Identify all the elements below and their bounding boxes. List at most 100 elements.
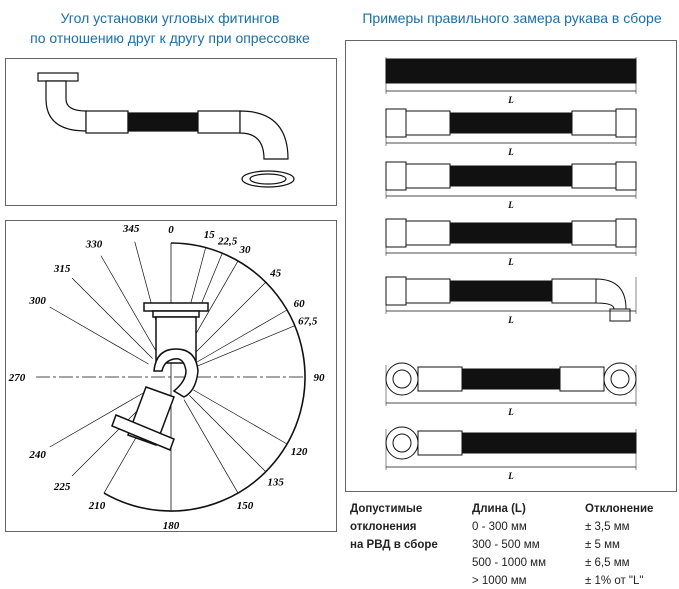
hose-examples: L L L L L L L xyxy=(385,57,637,481)
hose-assembly xyxy=(385,108,637,138)
angle-label: 0 xyxy=(168,224,174,236)
deviation-cell: ± 5 мм xyxy=(585,539,620,551)
angle-arc xyxy=(103,242,306,512)
hose-assembly xyxy=(385,161,637,191)
dimension-label: L xyxy=(507,95,514,105)
hex-nut xyxy=(615,161,637,191)
angle-label: 150 xyxy=(237,500,254,512)
hose-assembly xyxy=(385,426,637,460)
banjo-hole xyxy=(610,369,630,389)
hose-body xyxy=(449,112,573,134)
left-title-line-1: Угол установки угловых фитингов xyxy=(60,10,280,26)
elbow-hose-drawing xyxy=(37,72,295,188)
hex-nut xyxy=(615,218,637,248)
length-header: Длина (L) xyxy=(472,503,526,515)
deviation-cell: ± 1% от "L" xyxy=(585,575,644,587)
ferrule xyxy=(405,110,451,136)
length-cell: 300 - 500 мм xyxy=(472,539,540,551)
caption-line: отклонения xyxy=(350,521,417,533)
angle-label: 210 xyxy=(88,500,106,512)
ferrule xyxy=(571,220,617,246)
angle-label: 180 xyxy=(163,520,180,531)
ferrule xyxy=(571,110,617,136)
angle-label: 225 xyxy=(53,481,71,493)
angle-label: 270 xyxy=(8,372,26,384)
angle-line xyxy=(189,282,266,359)
dimension-label: L xyxy=(507,200,514,210)
angle-line xyxy=(49,306,149,365)
angle-line xyxy=(189,395,266,472)
dimension-label: L xyxy=(507,471,514,481)
ferrule xyxy=(559,366,605,392)
deviation-cell: ± 3,5 мм xyxy=(585,521,630,533)
dimension-label: L xyxy=(507,407,514,417)
ferrule xyxy=(417,430,463,456)
angle-label: 300 xyxy=(28,295,46,307)
banjo-hole xyxy=(392,369,412,389)
hex-nut xyxy=(609,308,631,322)
hose-assembly xyxy=(385,218,637,248)
tolerance-caption: Допустимые отклонения на РВД в сборе xyxy=(350,500,450,554)
hose-body xyxy=(461,432,637,454)
hose-body xyxy=(385,58,637,84)
deviation-column: Отклонение ± 3,5 мм ± 5 мм ± 6,5 мм ± 1%… xyxy=(585,500,679,589)
fitting-flange-bottom xyxy=(111,414,175,451)
angle-line xyxy=(193,389,288,445)
dimension-label: L xyxy=(507,315,514,325)
angle-label: 67,5 xyxy=(298,315,318,327)
hose-body xyxy=(461,368,561,390)
elbow xyxy=(595,278,627,310)
angle-label: 135 xyxy=(267,477,284,489)
ferrule xyxy=(417,366,463,392)
angle-label: 345 xyxy=(122,223,140,235)
hose-assembly xyxy=(385,58,637,84)
dimension-label: L xyxy=(507,147,514,157)
dimension-label: L xyxy=(507,257,514,267)
ferrule xyxy=(551,278,597,304)
length-column: Длина (L) 0 - 300 мм 300 - 500 мм 500 - … xyxy=(472,500,572,589)
angle-line xyxy=(183,399,239,494)
hex-nut xyxy=(385,276,407,306)
caption-line: Допустимые xyxy=(350,503,423,515)
banjo-hole xyxy=(392,433,412,453)
elbow-fitting-panel xyxy=(5,58,337,206)
deviation-cell: ± 6,5 мм xyxy=(585,557,630,569)
hose-body xyxy=(449,222,573,244)
hose-assembly xyxy=(385,362,637,396)
fitting-flange-top xyxy=(143,302,209,312)
hose-assembly xyxy=(385,276,631,322)
angle-label: 120 xyxy=(291,446,308,458)
ferrule xyxy=(405,163,451,189)
ferrule xyxy=(405,278,451,304)
hex-nut xyxy=(385,108,407,138)
caption-line: на РВД в сборе xyxy=(350,539,438,551)
angle-label: 22,5 xyxy=(217,235,238,247)
hose-body xyxy=(449,280,553,302)
ferrule xyxy=(571,163,617,189)
ferrule xyxy=(405,220,451,246)
angle-line xyxy=(71,277,153,359)
hose-examples-panel: L L L L L L L xyxy=(345,40,677,492)
right-title: Примеры правильного замера рукава в сбор… xyxy=(362,10,662,26)
angle-label: 30 xyxy=(239,244,252,256)
angle-label: 90 xyxy=(314,372,326,384)
fitting-bend xyxy=(153,348,199,398)
angle-label: 60 xyxy=(294,298,306,310)
length-cell: 500 - 1000 мм xyxy=(472,557,546,569)
angle-label: 45 xyxy=(269,267,282,279)
hex-nut xyxy=(385,161,407,191)
length-cell: > 1000 мм xyxy=(472,575,527,587)
angle-label: 330 xyxy=(85,239,103,251)
hex-nut xyxy=(615,108,637,138)
angle-line xyxy=(49,389,149,448)
left-title: Угол установки угловых фитингов по отнош… xyxy=(0,8,340,48)
length-cell: 0 - 300 мм xyxy=(472,521,527,533)
hex-nut xyxy=(385,218,407,248)
angle-line xyxy=(193,309,288,365)
angle-label: 315 xyxy=(53,263,71,275)
angle-line xyxy=(100,255,159,355)
angle-line xyxy=(194,325,295,368)
